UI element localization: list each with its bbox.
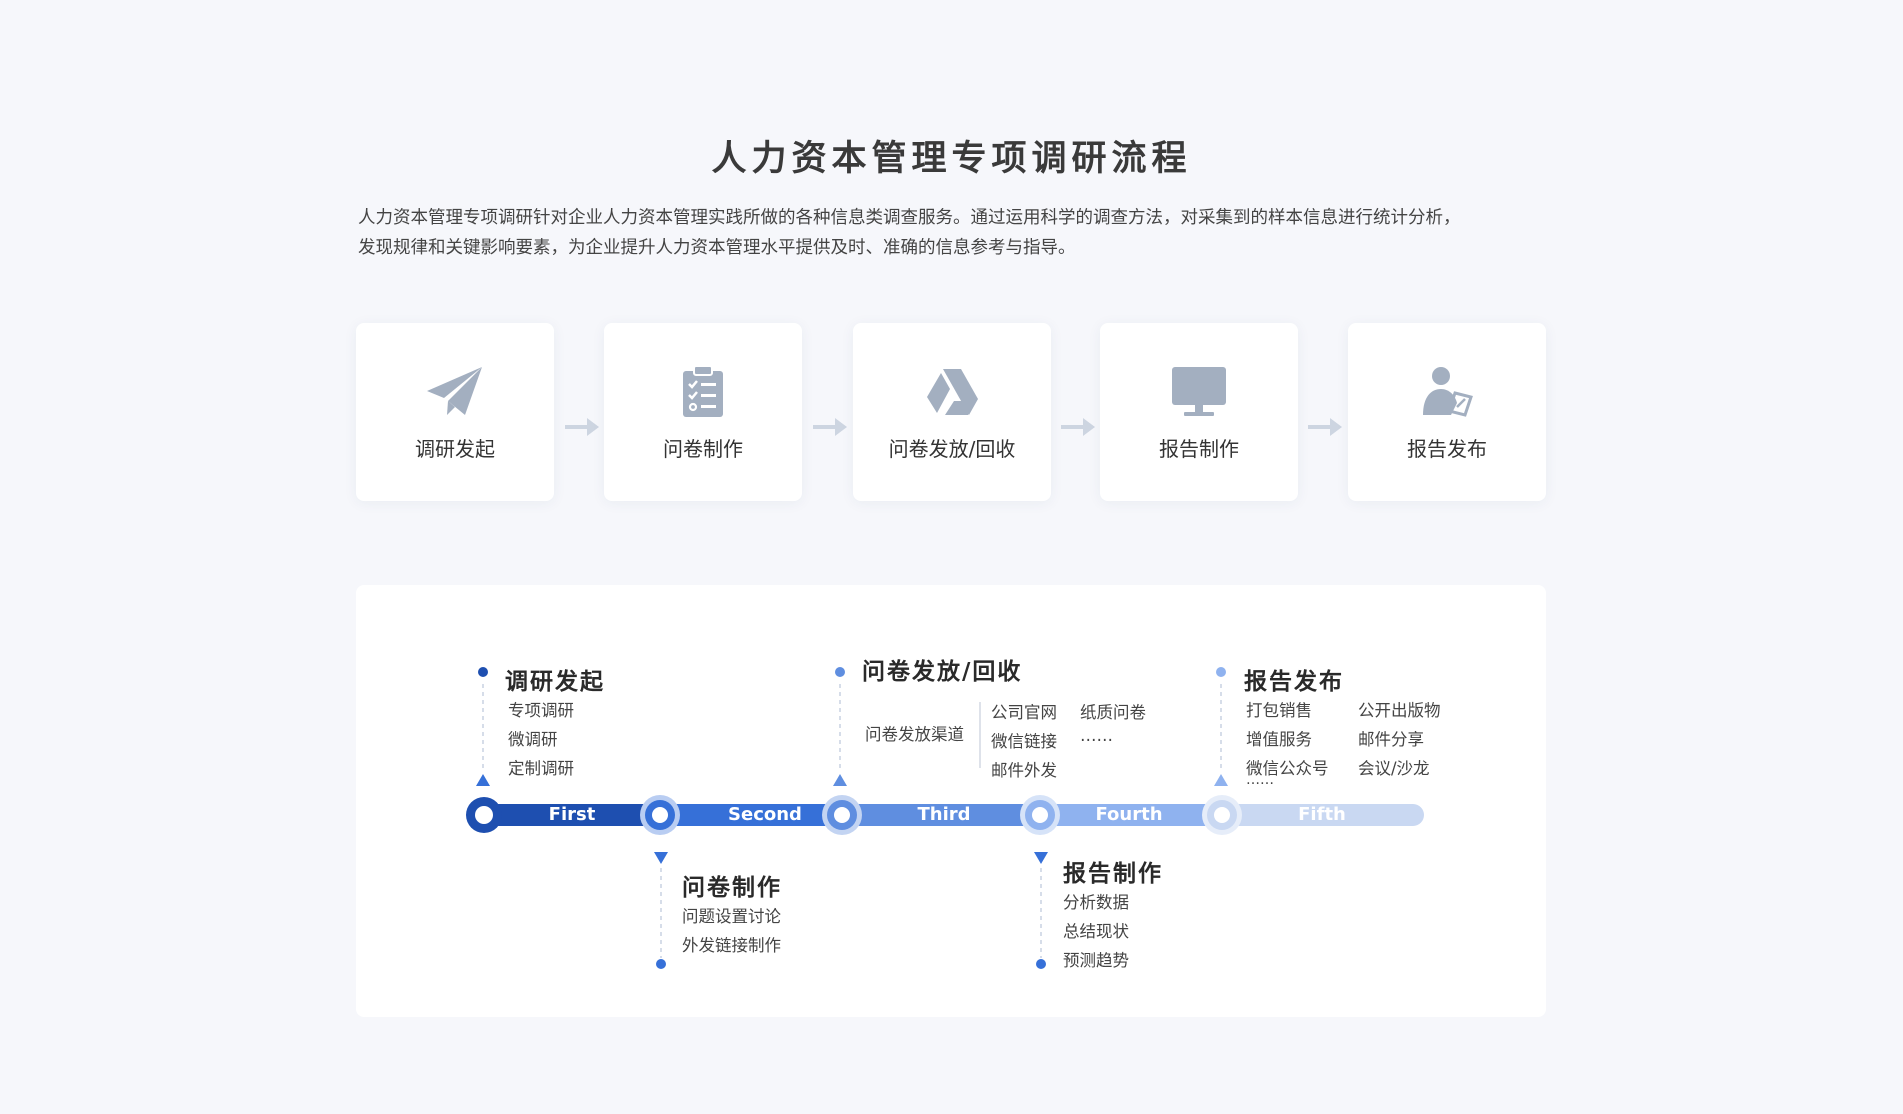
step-card-report-publish[interactable]: 报告发布: [1348, 323, 1546, 501]
timeline-node-label-1: First: [548, 804, 596, 825]
stage5-dot: [1216, 667, 1226, 677]
arrow-right-icon: [1308, 418, 1342, 436]
step-label: 问卷发放/回收: [888, 437, 1016, 461]
stage1-dot: [478, 667, 488, 677]
timeline-node-2: [640, 795, 680, 835]
stage3-title: 问卷发放/回收: [862, 659, 1023, 685]
timeline-node-label-3: Third: [917, 804, 971, 825]
arrow-right-icon: [1061, 418, 1095, 436]
timeline-node-label-5: Fifth: [1298, 804, 1346, 825]
stage1-pointer: [476, 774, 490, 786]
stage4-pointer: [1034, 852, 1048, 864]
stage2-pointer: [654, 852, 668, 864]
timeline-segment-5: [1220, 804, 1424, 826]
step-card-research-launch[interactable]: 调研发起: [356, 323, 554, 501]
stage5-title: 报告发布: [1244, 669, 1344, 695]
stage3-pointer: [833, 774, 847, 786]
stage3-channel: 邮件外发: [991, 761, 1057, 780]
stage5-item: 公开出版物: [1358, 701, 1441, 720]
stage3-channel: ……: [1080, 726, 1113, 745]
timeline-node-5: [1202, 795, 1242, 835]
paper-plane-icon: [427, 367, 482, 415]
stage4-dot: [1036, 959, 1046, 969]
step-card-distribution-collection[interactable]: 问卷发放/回收: [853, 323, 1051, 501]
stage3-channel: 纸质问卷: [1080, 703, 1146, 722]
intro-line-1: 人力资本管理专项调研针对企业人力资本管理实践所做的各种信息类调查服务。通过运用科…: [358, 208, 1461, 228]
timeline-node-label-2: Second: [728, 804, 802, 825]
step-card-questionnaire-making[interactable]: 问卷制作: [604, 323, 802, 501]
stage5-item: 邮件分享: [1358, 730, 1424, 749]
arrow-right-icon: [565, 418, 599, 436]
stage2-item: 外发链接制作: [682, 936, 781, 955]
timeline-node-3: [822, 795, 862, 835]
step-label: 报告制作: [1159, 437, 1239, 461]
timeline-node-1: [466, 797, 502, 833]
stage5-pointer: [1214, 774, 1228, 786]
timeline-segment-2: [658, 804, 848, 826]
stage4-title: 报告制作: [1063, 861, 1163, 887]
stage3-channel: 微信链接: [991, 732, 1057, 751]
stage5-item: 微信公众号: [1246, 759, 1329, 778]
stage3-channel-label: 问卷发放渠道: [865, 725, 964, 744]
timeline-panel: [356, 585, 1546, 1017]
clipboard-checklist-icon: [683, 365, 723, 417]
stage1-item: 专项调研: [508, 701, 574, 720]
stage4-item: 分析数据: [1063, 893, 1129, 912]
stage2-item: 问题设置讨论: [682, 907, 781, 926]
arrow-right-icon: [813, 418, 847, 436]
intro-text: 人力资本管理专项调研针对企业人力资本管理实践所做的各种信息类调查服务。通过运用科…: [358, 203, 1548, 263]
stage4-item: 预测趋势: [1063, 951, 1129, 970]
timeline-segment-1: [468, 804, 668, 826]
timeline-segment-3: [840, 804, 1040, 826]
stage3-dot: [835, 667, 845, 677]
stage1-title: 调研发起: [505, 669, 605, 695]
stage1-item: 定制调研: [508, 759, 574, 778]
step-card-report-making[interactable]: 报告制作: [1100, 323, 1298, 501]
step-label: 调研发起: [415, 437, 495, 461]
timeline-node-label-4: Fourth: [1095, 804, 1163, 825]
monitor-icon: [1172, 367, 1226, 416]
stage5-item: 打包销售: [1246, 701, 1312, 720]
stage3-channel: 公司官网: [991, 703, 1057, 722]
stage4-item: 总结现状: [1063, 922, 1129, 941]
timeline-segment-4: [1038, 804, 1228, 826]
person-document-icon: [1423, 367, 1473, 417]
stage5-item: ……: [1246, 772, 1274, 788]
stage1-item: 微调研: [508, 730, 558, 749]
stage5-item: 会议/沙龙: [1358, 759, 1430, 778]
page-title: 人力资本管理专项调研流程: [711, 139, 1192, 179]
intro-line-2: 发现规律和关键影响要素，为企业提升人力资本管理水平提供及时、准确的信息参考与指导…: [358, 238, 1076, 258]
stage2-dot: [656, 959, 666, 969]
stage2-title: 问卷制作: [682, 875, 782, 901]
step-label: 问卷制作: [663, 437, 743, 461]
step-label: 报告发布: [1407, 437, 1487, 461]
timeline-node-4: [1020, 795, 1060, 835]
stage5-item: 增值服务: [1246, 730, 1312, 749]
drive-triangle-icon: [927, 369, 978, 415]
